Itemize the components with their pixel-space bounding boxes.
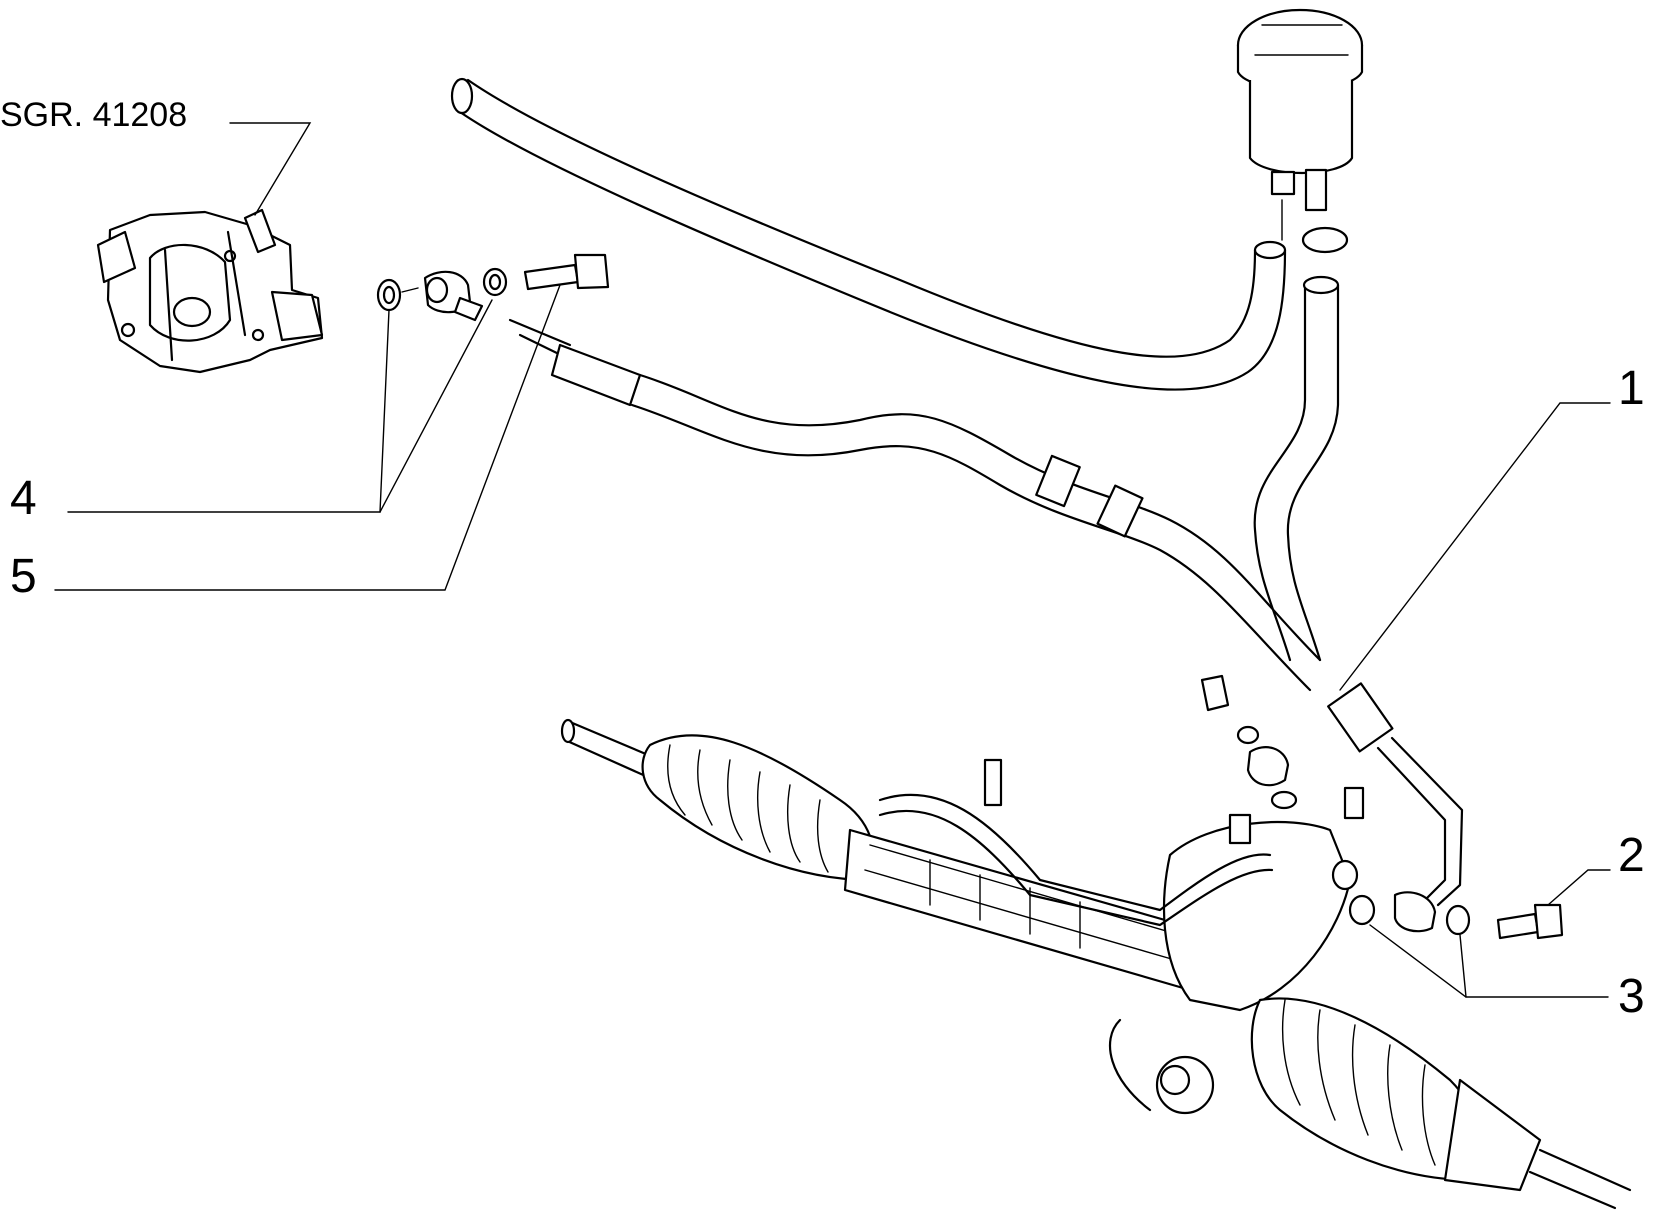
callout-3: 3 [1618, 970, 1645, 1023]
banjo-fitting-parts [376, 253, 610, 322]
feed-hose [1253, 275, 1340, 662]
callout-4: 4 [10, 472, 37, 525]
callout-leaders [54, 284, 1611, 998]
callout-2: 2 [1618, 829, 1645, 882]
callout-1: 1 [1618, 362, 1645, 415]
callout-5: 5 [10, 550, 37, 603]
pressure-hose [508, 318, 1464, 907]
steering-rack [560, 718, 1632, 1210]
reference-leader-line [229, 122, 312, 216]
rack-fittings [1200, 674, 1564, 940]
reference-label: SGR. 41208 [0, 96, 188, 134]
return-hose [450, 77, 1287, 391]
fluid-reservoir [1236, 8, 1364, 254]
power-steering-pump [96, 208, 324, 374]
